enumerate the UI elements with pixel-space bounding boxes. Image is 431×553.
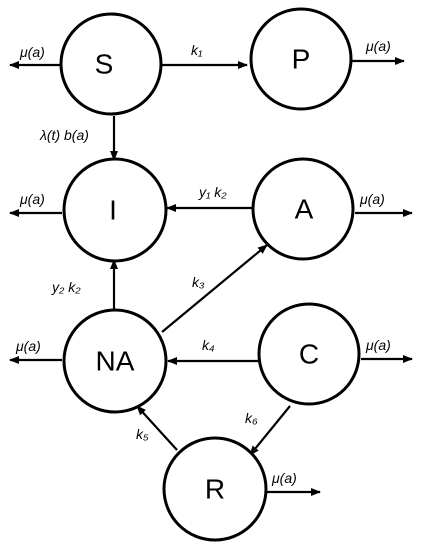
label-mu-r: μ(a) [271, 470, 297, 486]
node-a-label: A [295, 194, 314, 225]
label-k1: k₁ [191, 42, 203, 58]
node-c: C [257, 302, 361, 406]
edge-c-to-r [249, 405, 291, 456]
node-i: I [62, 157, 168, 263]
label-k3: k₃ [192, 274, 205, 290]
label-k4: k₄ [202, 337, 215, 353]
label-y2-k2: y₂ k₂ [51, 279, 81, 295]
node-p: P [249, 7, 353, 111]
edge-na-to-a [161, 244, 268, 333]
label-k5: k₅ [136, 426, 149, 442]
label-mu-a: μ(a) [359, 191, 385, 207]
label-lambda-b: λ(t) b(a) [39, 127, 89, 143]
node-i-label: I [109, 195, 117, 226]
label-mu-na: μ(a) [15, 338, 41, 354]
node-s: S [59, 12, 163, 116]
label-y1-k2: y₁ k₂ [198, 184, 227, 200]
node-r-label: R [205, 474, 225, 505]
label-k6: k₆ [245, 410, 258, 426]
label-mu-s: μ(a) [19, 44, 45, 60]
node-s-label: S [95, 49, 114, 80]
node-na-label: NA [96, 346, 135, 377]
node-r: R [162, 436, 268, 542]
label-mu-p: μ(a) [365, 38, 391, 54]
edge-r-to-na [136, 405, 178, 451]
node-p-label: P [292, 44, 311, 75]
node-a: A [251, 157, 355, 261]
node-c-label: C [299, 339, 319, 370]
node-na: NA [62, 308, 168, 414]
label-mu-c: μ(a) [365, 337, 391, 353]
label-mu-i: μ(a) [19, 191, 45, 207]
